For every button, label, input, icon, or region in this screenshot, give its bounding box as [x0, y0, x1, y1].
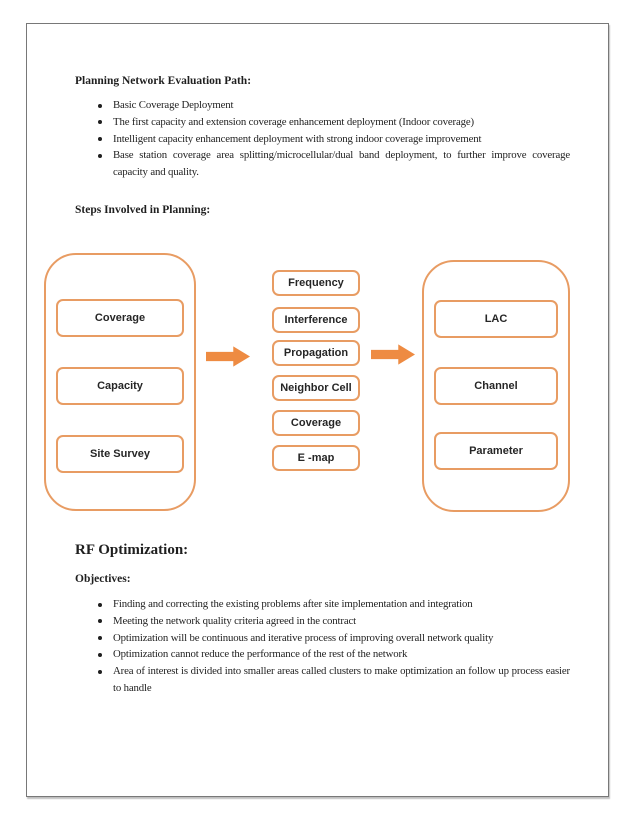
- bullet-item: Intelligent capacity enhancement deploym…: [95, 131, 570, 148]
- diagram-box: Coverage: [272, 410, 360, 436]
- steps-heading: Steps Involved in Planning:: [75, 204, 211, 216]
- bullet-dot-icon: [98, 602, 102, 607]
- bullet-dot-icon: [98, 120, 102, 125]
- diagram-box: Site Survey: [56, 435, 184, 473]
- bullet-item: Meeting the network quality criteria agr…: [95, 613, 570, 630]
- bullet-dot-icon: [98, 619, 102, 624]
- bullet-dot-icon: [98, 652, 102, 657]
- bullet-dot-icon: [98, 153, 102, 158]
- diagram-box: Parameter: [434, 432, 558, 470]
- bullet-dot-icon: [98, 103, 102, 108]
- bullet-text: Base station coverage area splitting/mic…: [113, 149, 570, 179]
- bullet-text: Optimization will be continuous and iter…: [113, 631, 494, 644]
- diagram-box: E -map: [272, 445, 360, 471]
- diagram-box: Capacity: [56, 367, 184, 405]
- bullet-item: Optimization cannot reduce the performan…: [95, 646, 570, 663]
- diagram-box: Neighbor Cell: [272, 375, 360, 401]
- bullet-text: Meeting the network quality criteria agr…: [113, 614, 356, 627]
- diagram-box: Channel: [434, 367, 558, 405]
- bullet-item: Area of interest is divided into smaller…: [95, 663, 570, 697]
- diagram-box: Interference: [272, 307, 360, 333]
- bullet-text: Intelligent capacity enhancement deploym…: [113, 132, 482, 145]
- objectives-heading: Objectives:: [75, 573, 131, 585]
- rf-optimization-heading: RF Optimization:: [75, 542, 189, 558]
- diagram-box: Frequency: [272, 270, 360, 296]
- planning-heading: Planning Network Evaluation Path:: [75, 75, 252, 87]
- bullet-dot-icon: [98, 636, 102, 641]
- bullet-item: Basic Coverage Deployment: [95, 97, 570, 114]
- diagram-box: Propagation: [272, 340, 360, 366]
- diagram-box: Coverage: [56, 299, 184, 337]
- objectives-bullet-list: Finding and correcting the existing prob…: [95, 596, 570, 697]
- bullet-item: The first capacity and extension coverag…: [95, 114, 570, 131]
- bullet-text: Basic Coverage Deployment: [113, 99, 234, 111]
- bullet-item: Base station coverage area splitting/mic…: [95, 147, 570, 181]
- bullet-dot-icon: [98, 669, 102, 674]
- bullet-text: Optimization cannot reduce the performan…: [113, 648, 408, 661]
- bullet-text: Finding and correcting the existing prob…: [113, 598, 473, 610]
- bullet-dot-icon: [98, 137, 102, 142]
- diagram-box: LAC: [434, 300, 558, 338]
- bullet-text: Area of interest is divided into smaller…: [113, 665, 570, 694]
- bullet-item: Finding and correcting the existing prob…: [95, 596, 570, 613]
- bullet-text: The first capacity and extension coverag…: [113, 115, 474, 128]
- bullet-item: Optimization will be continuous and iter…: [95, 630, 570, 647]
